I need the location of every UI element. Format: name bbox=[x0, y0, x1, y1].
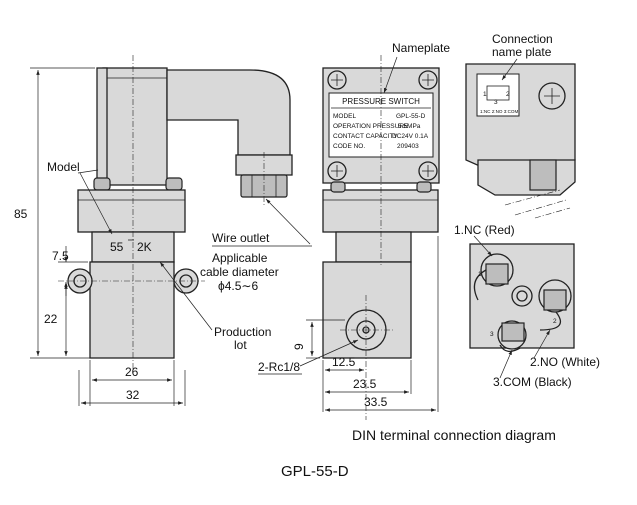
side-screw-left bbox=[93, 177, 111, 191]
din-caption: DIN terminal connection diagram bbox=[352, 427, 556, 443]
side-screw-right bbox=[165, 177, 183, 191]
connection-name-plate bbox=[476, 73, 520, 117]
production-lot-line-2: lot bbox=[234, 338, 247, 352]
dim-85: 85 bbox=[14, 207, 28, 221]
connection-plate-label-2: name plate bbox=[492, 45, 552, 59]
nameplate-key-2: CONTACT CAPACITY bbox=[333, 133, 398, 140]
side-screw-cover bbox=[96, 67, 108, 184]
connector-perspective-view: 1 2 3 1:NC 2:NO 3:COM bbox=[465, 63, 576, 219]
front-screw-tl bbox=[327, 70, 347, 90]
side-upper-housing bbox=[102, 67, 168, 186]
front-screw-tr bbox=[418, 70, 438, 90]
model-label: Model bbox=[47, 160, 80, 174]
side-dimensions: 85 7.5 22 26 32 bbox=[14, 67, 186, 406]
applicable-line-3: ϕ4.5∼6 bbox=[218, 279, 258, 293]
model-code-2: 2K bbox=[137, 240, 152, 254]
model-caption: GPL-55-D bbox=[281, 463, 349, 480]
nameplate-key-3: CODE NO. bbox=[333, 143, 365, 150]
cp-num-2: 2 bbox=[506, 91, 510, 98]
model-code-1: 55 bbox=[110, 240, 124, 254]
front-screw-br bbox=[418, 161, 438, 181]
com-label: 3.COM (Black) bbox=[493, 375, 572, 389]
nc-label: 1.NC (Red) bbox=[454, 223, 515, 237]
side-view: 55 2K bbox=[58, 55, 293, 370]
front-view: PRESSURE SWITCH MODEL GPL-55-D OPERATION… bbox=[322, 55, 440, 420]
terminal-num-3: 3 bbox=[490, 331, 494, 338]
applicable-line-2: cable diameter bbox=[200, 265, 279, 279]
front-screw-bl bbox=[327, 161, 347, 181]
dim-7-5: 7.5 bbox=[52, 249, 69, 263]
ground-terminal bbox=[511, 285, 533, 307]
front-body-middle bbox=[335, 231, 412, 263]
din-connector-side bbox=[166, 69, 291, 156]
nameplate-val-2: DC24V 0.1A bbox=[392, 133, 429, 140]
terminal-num-2: 2 bbox=[553, 318, 557, 325]
no-label: 2.NO (White) bbox=[530, 355, 600, 369]
nameplate-val-1: 5.5MPa bbox=[398, 123, 421, 130]
dim-9: 9 bbox=[292, 343, 306, 350]
din-terminal-diagram: 1 2 3 bbox=[469, 243, 575, 352]
side-body-flange bbox=[77, 189, 186, 233]
wire-outlet-label: Wire outlet bbox=[212, 231, 270, 245]
dim-33-5: 33.5 bbox=[364, 395, 388, 409]
production-lot-line-1: Production bbox=[214, 325, 271, 339]
dim-12-5: 12.5 bbox=[332, 355, 356, 369]
dim-26: 26 bbox=[125, 365, 139, 379]
cp-legend: 1:NC 2:NO 3:COM bbox=[480, 109, 518, 114]
nameplate-val-0: GPL-55-D bbox=[396, 113, 426, 120]
dim-23-5: 23.5 bbox=[353, 377, 377, 391]
nameplate-key-0: MODEL bbox=[333, 113, 357, 120]
dim-22: 22 bbox=[44, 312, 58, 326]
connection-plate-label-1: Connection bbox=[492, 32, 553, 46]
front-body-flange bbox=[322, 189, 439, 233]
side-body-lower bbox=[89, 261, 175, 359]
front-dimensions: 9 2-Rc1/8 12.5 23.5 33.5 bbox=[258, 236, 439, 412]
applicable-line-1: Applicable bbox=[212, 251, 268, 265]
nameplate-key-1: OPERATION PRESSURE bbox=[333, 123, 409, 130]
dim-32: 32 bbox=[126, 388, 140, 402]
cp-num-1: 1 bbox=[483, 91, 487, 98]
cp-num-3: 3 bbox=[494, 99, 498, 106]
nameplate-val-3: 209403 bbox=[397, 143, 419, 150]
nameplate-label: Nameplate bbox=[392, 41, 450, 55]
port-label: 2-Rc1/8 bbox=[258, 360, 300, 374]
